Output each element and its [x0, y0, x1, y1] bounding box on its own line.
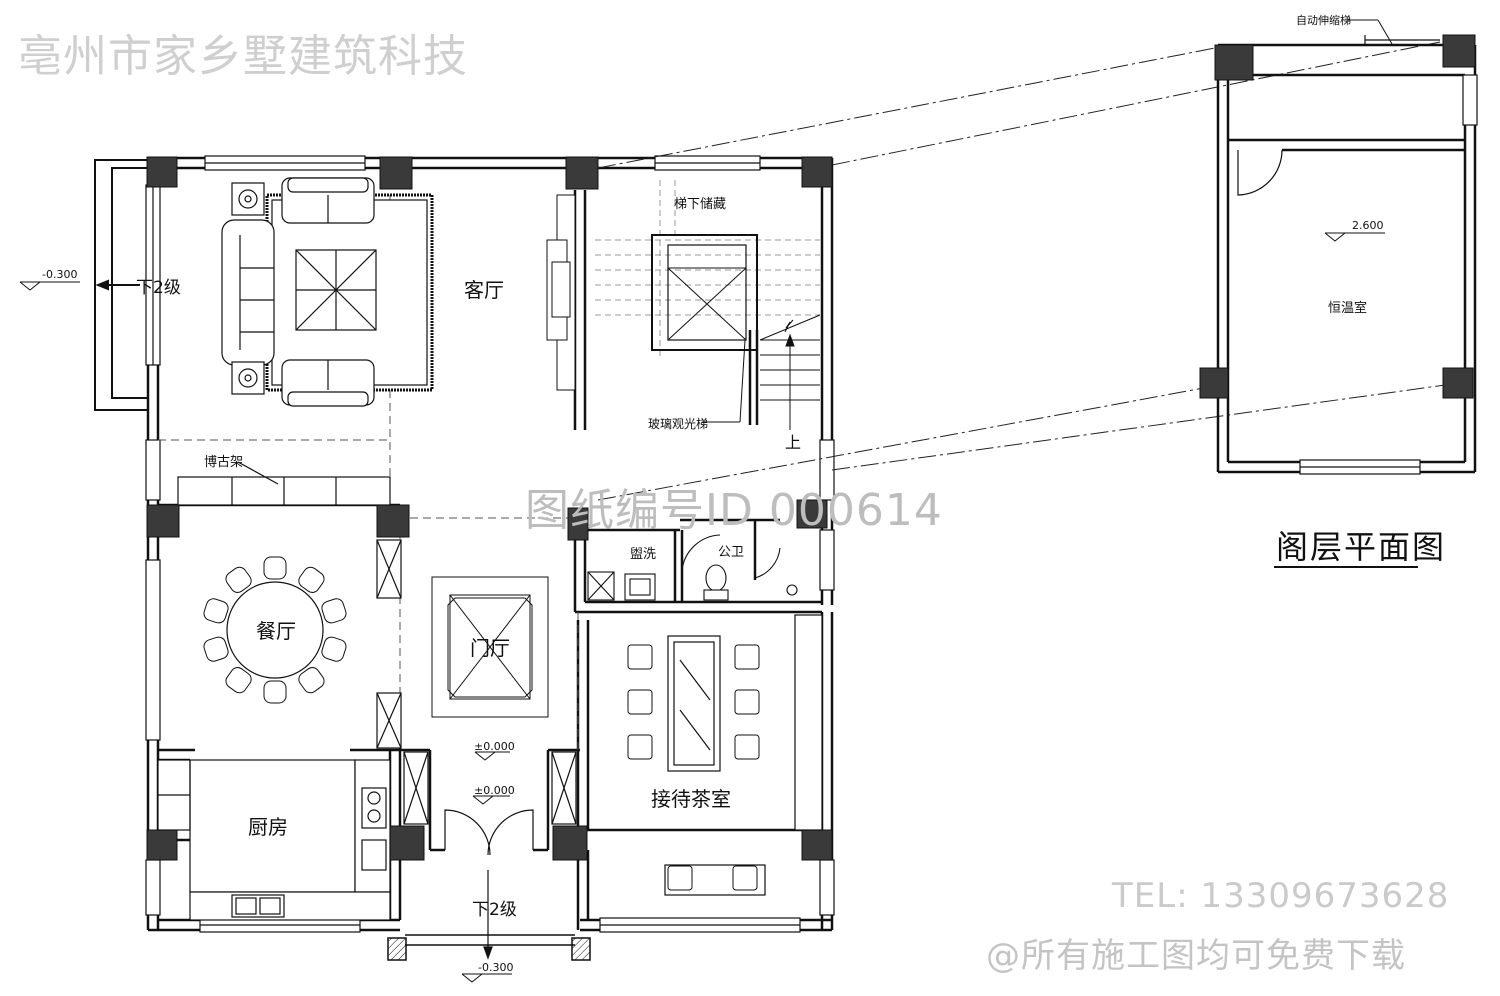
- dining-chair: [263, 556, 287, 580]
- tea-chair: [734, 689, 760, 715]
- level-attic: 2.600: [1352, 219, 1384, 232]
- tea-chair: [627, 689, 653, 715]
- tea-chair: [732, 865, 758, 891]
- dining-chair: [203, 598, 229, 624]
- level-markers: [19, 232, 1385, 983]
- display-shelf: [177, 461, 391, 506]
- label-tea-room: 接待茶室: [651, 787, 731, 811]
- label-stair-up: 上: [785, 433, 801, 452]
- company-watermark: 亳州市家乡墅建筑科技: [18, 31, 468, 82]
- label-kitchen: 厨房: [248, 815, 288, 839]
- dining-chair: [321, 636, 347, 662]
- dining-chair: [225, 566, 252, 593]
- level-foyer-2: ±0.000: [474, 784, 515, 797]
- label-dining-room: 餐厅: [256, 619, 296, 643]
- living-furniture: [221, 177, 434, 407]
- dining-chair: [298, 667, 325, 694]
- entrance-steps: [387, 934, 591, 961]
- phone-watermark: TEL: 13309673628: [1112, 876, 1450, 916]
- label-climate-room: 恒温室: [1328, 300, 1367, 316]
- attic-plan-title: 阁层平面图: [1276, 528, 1447, 566]
- drawing-id-watermark: 图纸编号ID 000614: [525, 485, 943, 536]
- label-display-shelf: 博古架: [204, 455, 243, 470]
- dining-chair: [203, 636, 229, 662]
- entrance-doors: [444, 809, 534, 960]
- stair-elevator: [595, 180, 821, 430]
- attic-walls: [1216, 43, 1477, 474]
- label-foyer: 门厅: [470, 636, 510, 660]
- attic-details: [1237, 35, 1478, 475]
- label-toilet: 公卫: [718, 545, 744, 560]
- tea-chair: [627, 644, 653, 670]
- partition-screens: [376, 539, 577, 825]
- tea-chair: [667, 865, 693, 891]
- tea-chairs: [627, 644, 760, 891]
- tv-cabinet: [546, 194, 576, 391]
- label-down-steps-left: 下2级: [136, 278, 181, 298]
- level-left: -0.300: [42, 268, 77, 281]
- label-glass-elevator: 玻璃观光梯: [648, 417, 708, 431]
- label-down-steps-bottom: 下2级: [472, 900, 517, 920]
- dining-table: [226, 581, 324, 679]
- label-wash: 盥洗: [630, 547, 656, 562]
- dining-chair: [263, 680, 287, 704]
- dining-chair: [321, 598, 347, 624]
- level-foyer-1: ±0.000: [474, 740, 515, 753]
- projection-lines: [597, 41, 1446, 501]
- tea-chair: [734, 644, 760, 670]
- dining-chair: [225, 667, 252, 694]
- ladder-leader: [1348, 19, 1393, 45]
- dining-chairs: [203, 556, 347, 704]
- bathroom-fixtures: [587, 534, 798, 601]
- attic-title-underline: [1274, 566, 1418, 568]
- label-under-stair-storage: 梯下储藏: [674, 197, 726, 212]
- kitchen-fixtures: [157, 759, 391, 921]
- tea-chair: [734, 734, 760, 760]
- columns: [146, 156, 833, 861]
- attic-columns: [1199, 34, 1476, 399]
- dining-chair: [298, 566, 325, 593]
- foyer-ceiling: [431, 576, 549, 718]
- level-bottom: -0.300: [478, 961, 513, 974]
- label-retractable-ladder: 自动伸缩梯: [1296, 14, 1351, 27]
- tea-chair: [627, 734, 653, 760]
- download-watermark: @所有施工图均可免费下载: [986, 936, 1406, 976]
- left-balcony: [94, 159, 148, 411]
- label-living-room: 客厅: [464, 278, 504, 302]
